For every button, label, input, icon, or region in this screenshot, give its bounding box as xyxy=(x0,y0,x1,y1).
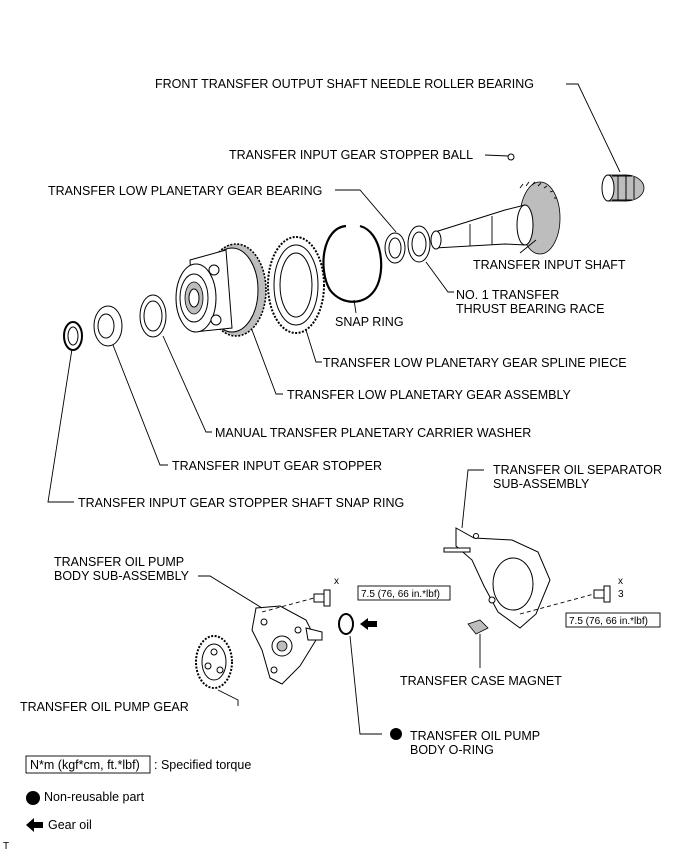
label-input-shaft: TRANSFER INPUT SHAFT xyxy=(473,258,626,272)
bolt-left-part xyxy=(313,589,331,607)
label-carrier-washer: MANUAL TRANSFER PLANETARY CARRIER WASHER xyxy=(215,426,531,440)
torque-right-count-x: x xyxy=(618,576,623,587)
label-stopper-shaft-snap-ring: TRANSFER INPUT GEAR STOPPER SHAFT SNAP R… xyxy=(78,496,404,510)
corner-mark: T xyxy=(3,841,9,852)
label-stopper-ball: TRANSFER INPUT GEAR STOPPER BALL xyxy=(229,148,473,162)
label-spline-piece: TRANSFER LOW PLANETARY GEAR SPLINE PIECE xyxy=(323,356,627,370)
legend: N*m (kgf*cm, ft.*lbf) : Specified torque… xyxy=(25,755,251,832)
legend-torque-box-text: N*m (kgf*cm, ft.*lbf) xyxy=(30,758,140,772)
low-planetary-bearing-part xyxy=(384,232,406,264)
low-planetary-assembly-part xyxy=(175,243,267,337)
label-oil-pump-gear: TRANSFER OIL PUMP GEAR xyxy=(20,700,189,714)
torque-right-box xyxy=(565,612,661,628)
label-low-planetary-bearing: TRANSFER LOW PLANETARY GEAR BEARING xyxy=(48,184,322,198)
o-ring-part xyxy=(338,613,354,635)
label-oil-pump-body-line2: BODY SUB-ASSEMBLY xyxy=(54,569,190,583)
label-low-planetary-assembly: TRANSFER LOW PLANETARY GEAR ASSEMBLY xyxy=(287,388,572,402)
spline-piece-part xyxy=(267,236,325,334)
label-thrust-race-line2: THRUST BEARING RACE xyxy=(456,302,604,316)
label-input-gear-stopper: TRANSFER INPUT GEAR STOPPER xyxy=(172,459,382,473)
oil-pump-body-part xyxy=(251,605,323,685)
label-oring-line1: TRANSFER OIL PUMP xyxy=(410,729,540,743)
snap-ring-part xyxy=(322,224,383,303)
oil-pump-gear-part xyxy=(195,635,233,689)
oil-separator-part xyxy=(443,527,551,629)
torque-left-box xyxy=(357,585,451,601)
label-thrust-race-line1: NO. 1 TRANSFER xyxy=(456,288,559,302)
input-shaft-part xyxy=(430,181,561,255)
needle-roller-bearing-part xyxy=(601,174,645,202)
stopper-ball-part xyxy=(507,153,515,161)
case-magnet-part xyxy=(467,619,489,635)
left-arrow-icon xyxy=(26,818,43,832)
thrust-bearing-race-part xyxy=(407,225,431,263)
legend-torque-box xyxy=(25,755,151,774)
gear-oil-arrow-icon xyxy=(360,618,377,630)
label-front-needle-bearing: FRONT TRANSFER OUTPUT SHAFT NEEDLE ROLLE… xyxy=(155,77,534,91)
filled-circle-icon xyxy=(26,791,40,805)
legend-gear-oil-text: Gear oil xyxy=(48,818,92,832)
label-oil-separator-line2: SUB-ASSEMBLY xyxy=(493,477,590,491)
label-case-magnet: TRANSFER CASE MAGNET xyxy=(400,674,562,688)
torque-left-value: 7.5 (76, 66 in.*lbf) xyxy=(361,589,440,600)
label-oil-pump-body-line1: TRANSFER OIL PUMP xyxy=(54,555,184,569)
legend-torque-text: : Specified torque xyxy=(154,758,251,772)
non-reusable-dot-icon xyxy=(390,728,402,740)
torque-right-count-n: 3 xyxy=(618,589,624,600)
label-oring-line2: BODY O-RING xyxy=(410,743,494,757)
legend-non-reusable-text: Non-reusable part xyxy=(44,790,145,804)
torque-right-value: 7.5 (76, 66 in.*lbf) xyxy=(569,616,648,627)
bolt-right-part xyxy=(593,585,611,603)
carrier-washer-part xyxy=(139,294,167,338)
label-oil-separator-line1: TRANSFER OIL SEPARATOR xyxy=(493,463,662,477)
label-snap-ring: SNAP RING xyxy=(335,315,404,329)
stopper-shaft-snap-ring-part xyxy=(63,321,83,351)
input-gear-stopper-part xyxy=(93,305,123,347)
torque-left-count: x xyxy=(334,576,339,587)
